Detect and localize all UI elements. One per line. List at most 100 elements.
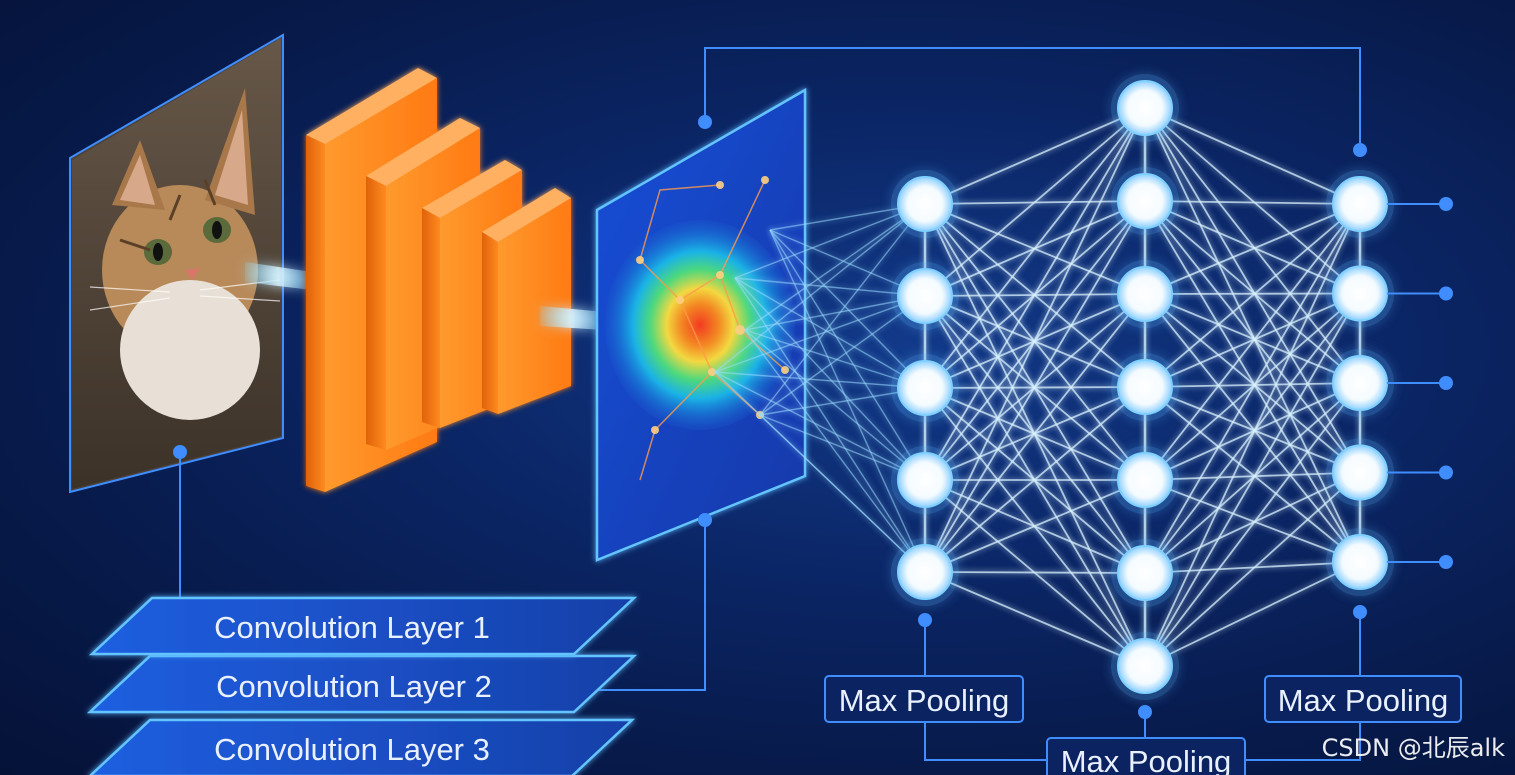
- node-edge: [1144, 386, 1361, 474]
- node-edge: [1144, 292, 1361, 295]
- conv-layer-1: Convolution Layer 1: [88, 596, 638, 656]
- node-edge: [1144, 203, 1361, 574]
- node-edge: [1144, 382, 1361, 481]
- max-pooling-left-label: Max Pooling: [839, 683, 1010, 718]
- node-edge: [1144, 203, 1361, 388]
- node-edge: [1144, 386, 1361, 563]
- conv-layer-2-label: Convolution Layer 2: [216, 669, 492, 704]
- conv-layer-3: Convolution Layer 3: [89, 718, 636, 775]
- neuron-node: [1111, 632, 1179, 700]
- neuron-node: [1326, 438, 1394, 507]
- node-edge: [1144, 203, 1361, 667]
- node-edge: [1144, 471, 1361, 667]
- neuron-node: [1111, 539, 1179, 607]
- node-edge: [1144, 561, 1361, 574]
- feature-to-node-edge: [759, 203, 926, 416]
- max-pooling-center: Max Pooling: [1046, 737, 1246, 775]
- neuron-node: [1111, 353, 1179, 421]
- max-pooling-right: Max Pooling: [1264, 675, 1462, 723]
- node-edge: [1144, 107, 1361, 205]
- node-edge: [1144, 292, 1361, 388]
- filter-block-4: [482, 188, 571, 414]
- node-edge: [1144, 203, 1361, 481]
- feature-to-node-edge: [769, 229, 926, 389]
- neuron-node: [891, 262, 959, 330]
- cat-photo: [89, 88, 281, 420]
- network-connections: [714, 107, 1362, 667]
- neuron-node: [891, 538, 959, 606]
- node-edge: [1144, 479, 1361, 563]
- neuron-node: [1111, 446, 1179, 514]
- watermark: CSDN @北辰alk: [1322, 734, 1505, 762]
- node-edge: [1144, 107, 1361, 384]
- feature-to-node-edge: [714, 295, 926, 373]
- feature-to-node-edge: [734, 277, 926, 573]
- node-edge: [924, 479, 1146, 573]
- output-dot: [1439, 286, 1453, 301]
- node-edge: [1144, 471, 1361, 481]
- convolution-filters: [306, 68, 571, 492]
- output-dot: [1439, 465, 1453, 480]
- node-edge: [924, 571, 1146, 667]
- node-edge: [924, 107, 1146, 389]
- node-edge: [1144, 200, 1361, 474]
- beam-input: [245, 262, 312, 290]
- neuron-node: [1111, 74, 1179, 142]
- output-dot: [1439, 376, 1453, 390]
- conv-layer-3-label: Convolution Layer 3: [214, 732, 490, 767]
- neuron-node: [891, 354, 959, 422]
- node-edge: [1144, 293, 1361, 384]
- output-dot: [1439, 555, 1453, 569]
- feature-to-node-edge: [734, 277, 926, 481]
- feature-to-node-edge: [769, 229, 926, 481]
- neuron-node: [891, 446, 959, 514]
- node-edge: [924, 107, 1146, 481]
- feature-to-node-edge: [759, 414, 926, 573]
- feature-to-node-edge: [769, 229, 926, 573]
- node-edge: [1144, 293, 1361, 563]
- conv-layer-2: Convolution Layer 2: [86, 654, 638, 714]
- node-edge: [1144, 200, 1361, 205]
- node-edge: [1144, 382, 1361, 667]
- output-dot: [1439, 197, 1453, 211]
- image-to-layers-connector: [173, 445, 187, 600]
- convolution-layer-stack: Convolution Layer 3 Convolution Layer 2 …: [86, 596, 638, 775]
- node-edge: [1144, 203, 1361, 295]
- top-connector: [698, 47, 1367, 157]
- node-edge: [1144, 561, 1361, 667]
- feature-to-node-edge: [744, 329, 926, 573]
- feature-to-node-edge: [734, 277, 926, 389]
- neuron-node: [1326, 528, 1394, 596]
- output-connectors: [1387, 197, 1453, 569]
- network-nodes: [891, 74, 1394, 700]
- neuron-node: [1111, 167, 1179, 235]
- neuron-node: [1326, 259, 1394, 328]
- neuron-node: [1326, 170, 1394, 238]
- node-edge: [1144, 293, 1361, 667]
- node-edge: [1144, 293, 1361, 474]
- node-edge: [1144, 107, 1361, 295]
- node-edge: [1144, 200, 1361, 563]
- neuron-node: [891, 170, 959, 238]
- node-edge: [924, 107, 1146, 573]
- feature-to-node-edge: [744, 203, 926, 331]
- max-pooling-right-label: Max Pooling: [1278, 683, 1449, 718]
- feature-to-node-edge: [714, 371, 926, 389]
- pooling-connectors: [918, 605, 1367, 761]
- input-image: [69, 33, 284, 494]
- node-edge: [924, 386, 1146, 573]
- node-edge: [924, 571, 1146, 574]
- node-edge: [924, 200, 1146, 573]
- layer2-connector: [578, 513, 712, 691]
- node-edge: [1144, 200, 1361, 384]
- neuron-node: [1111, 260, 1179, 328]
- conv-layer-1-label: Convolution Layer 1: [214, 610, 490, 645]
- node-edge: [924, 107, 1146, 205]
- max-pooling-center-label: Max Pooling: [1061, 744, 1232, 775]
- node-edge: [1144, 107, 1361, 563]
- feature-to-node-edge: [714, 371, 926, 481]
- beam-filters: [540, 306, 605, 330]
- node-edge: [924, 293, 1146, 573]
- node-edge: [1144, 471, 1361, 574]
